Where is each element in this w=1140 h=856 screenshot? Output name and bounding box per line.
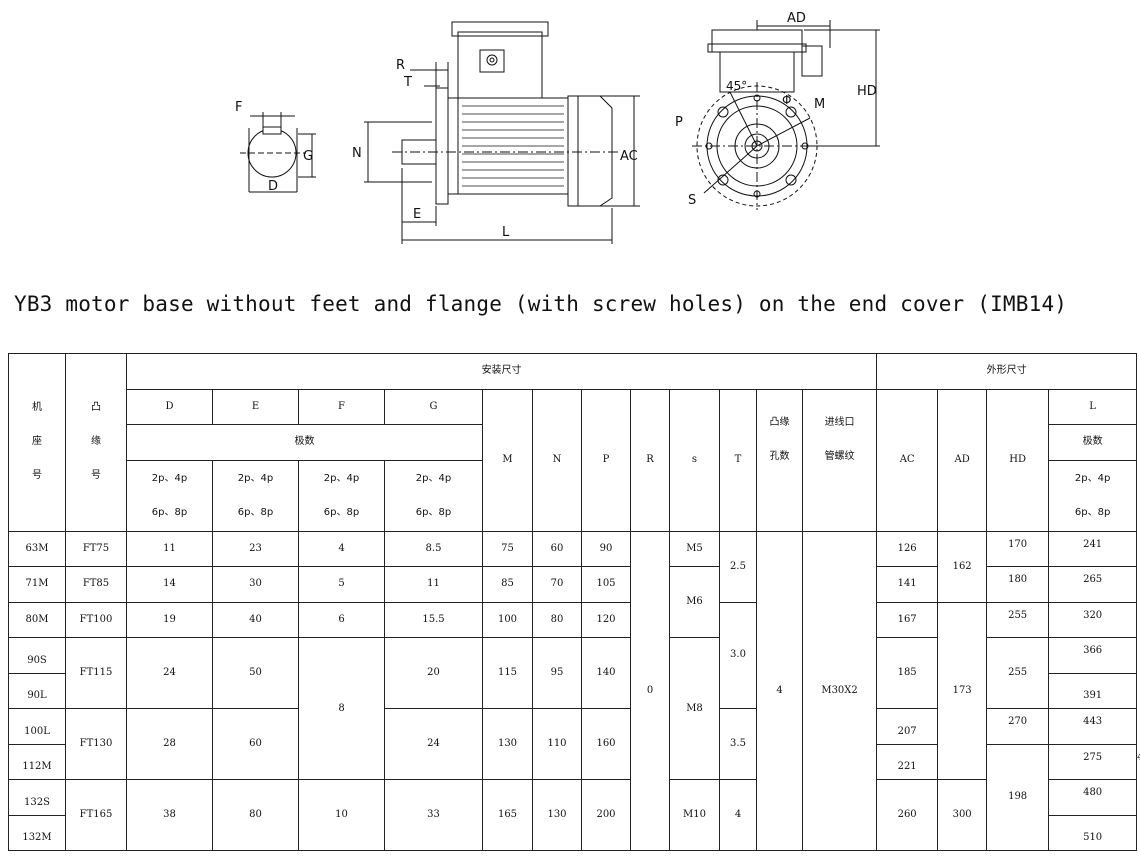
header-L: L	[1048, 388, 1138, 425]
dim-label-angle: 45°	[726, 79, 747, 93]
dim-label-L: L	[502, 225, 510, 240]
motor-dimension-drawing: F G D	[235, 11, 880, 244]
table-row: 132S FT165 38 80 10 33 165 130 200 M10 4…	[8, 779, 1138, 851]
header-outline: 外形尺寸	[876, 353, 1138, 390]
header-G: G	[384, 388, 483, 425]
dim-label-T: T	[403, 75, 412, 90]
header-T: T	[719, 388, 757, 532]
table-row: 71M FT85 14 30 5 11 85 70 105 M6 141 180…	[8, 566, 1138, 638]
dim-label-G: G	[303, 149, 313, 164]
dim-label-N: N	[352, 146, 362, 161]
motor-side-view: R T N E L AC	[352, 21, 640, 244]
dimension-table: 机座号 凸缘号 安装尺寸 外形尺寸 D E F G M N P R s T 凸缘…	[8, 353, 1140, 851]
dim-label-AD: AD	[787, 11, 806, 26]
header-M: M	[482, 388, 533, 532]
dim-label-AC: AC	[620, 149, 638, 164]
thread-value: M30X2	[801, 530, 878, 851]
table-row: 132M 510	[8, 814, 1138, 851]
header-AC: AC	[876, 388, 939, 532]
header-L-poles: 极数	[1048, 424, 1138, 461]
dim-label-R: R	[396, 58, 405, 73]
page-title: YB3 motor base without feet and flange (…	[14, 292, 1068, 316]
table-row: 90S FT115 24 50 8 20 115 95 140 M8 185 2…	[8, 637, 1138, 780]
header-thread: 进线口管螺纹	[801, 388, 878, 532]
holes-value: 4	[756, 530, 803, 851]
header-AD: AD	[937, 388, 988, 532]
header-s: s	[669, 388, 720, 532]
header-install: 安装尺寸	[125, 353, 878, 390]
dim-label-HD: HD	[857, 84, 877, 99]
header-E: E	[212, 388, 299, 425]
header-R: R	[630, 388, 670, 532]
dim-label-phi: Φ	[782, 93, 791, 107]
dim-label-S: S	[688, 193, 696, 208]
header-frame: 机座号	[8, 353, 66, 532]
table-row: 63M FT75 11 23 4 8.5 75 60 90 0 M5 2.5 4…	[8, 530, 1138, 851]
dim-label-D: D	[268, 179, 278, 194]
header-N: N	[532, 388, 582, 532]
dim-label-E: E	[413, 207, 421, 222]
header-F: F	[298, 388, 385, 425]
header-P: P	[581, 388, 631, 532]
table-row: 80M FT100 19 40 6 15.5 100 80 120 3.0 16…	[8, 601, 1138, 780]
header-HD: HD	[986, 388, 1050, 532]
dim-label-P: P	[675, 115, 683, 130]
dim-label-F: F	[235, 100, 242, 115]
table-row: 90L 391	[8, 672, 1138, 709]
header-flange-holes: 凸缘孔数	[756, 388, 803, 532]
header-flange: 凸缘号	[65, 353, 127, 532]
shaft-section-view: F G D	[235, 100, 316, 194]
table-row: 112M 221 198 275 492	[8, 743, 1140, 851]
R-value: 0	[630, 530, 670, 851]
header-poles: 极数	[126, 424, 483, 461]
motor-front-view: AD HD 45° Φ M P S	[675, 11, 880, 210]
header-D: D	[126, 388, 213, 425]
dim-label-M: M	[814, 97, 825, 112]
